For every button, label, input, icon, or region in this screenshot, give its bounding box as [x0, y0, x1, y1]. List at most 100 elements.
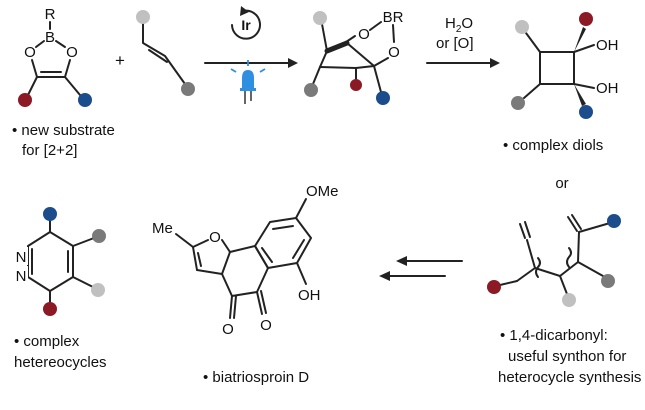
hydrolysis-arrow: H2O or [O]: [426, 15, 500, 68]
furan-o-c9b: [221, 239, 231, 253]
c5-o-b: [260, 290, 267, 314]
boron-atom-label: B: [45, 29, 55, 46]
or-label: or: [555, 175, 568, 192]
light-grey-substituent: [91, 283, 105, 297]
benzene-inner-3: [261, 247, 273, 263]
furan-c3a-c9b: [221, 251, 231, 275]
catalytic-cycle-icon: [231, 9, 261, 40]
blue-substituent: [43, 207, 57, 221]
dicarbonyl-bullet-line2: useful synthon for: [508, 348, 626, 365]
c-ome-bond: [295, 198, 307, 219]
c5-o-a: [256, 291, 263, 315]
methoxy-label: OMe: [306, 183, 339, 200]
c4-o-a: [229, 295, 233, 319]
carbon-backbone: [516, 261, 579, 282]
photocatalysis-arrow: Ir: [204, 6, 298, 104]
methyl-label: Me: [152, 220, 173, 237]
alkene-partner: [136, 10, 195, 96]
o-c-bond-left: [31, 59, 38, 78]
bond-to-light-grey: [72, 276, 94, 288]
bond-to-dark-grey: [577, 261, 604, 277]
n-label-mask-1: [14, 247, 28, 265]
dark-grey-substituent: [181, 82, 195, 96]
wedge-bond-blue: [574, 84, 586, 106]
water-label: H2O: [445, 15, 473, 35]
retro-arrowhead-bottom: [379, 271, 390, 281]
benzene-inner-1: [272, 225, 294, 230]
oxidant-label: or [O]: [436, 35, 474, 52]
cyclobutane-bond-back: [355, 65, 375, 69]
benzene-inner-2: [292, 239, 305, 259]
dicarbonyl-bullet-line1: • 1,4-dicarbonyl:: [500, 327, 608, 344]
disconnection-wavy-left: [535, 257, 541, 278]
bond-to-blue: [64, 76, 81, 96]
hydroxyl-bottom-label: OH: [596, 80, 619, 97]
c-o-bond-2: [373, 57, 389, 67]
plus-sign: +: [115, 51, 125, 70]
bond-to-light-grey: [525, 32, 541, 53]
o-b-bond-1: [369, 21, 382, 31]
oxygen-bottom-label: O: [388, 44, 400, 61]
c4-c3a: [221, 273, 233, 297]
retro-arrows: [379, 256, 463, 281]
pyridazine-heterocycle: N N: [14, 207, 106, 316]
bond-to-blue: [373, 65, 382, 93]
nitrogen-label-1: N: [16, 249, 27, 266]
boron-ester-label: BR: [383, 9, 404, 26]
c-o-double-left-a: [519, 223, 526, 239]
carbonyl-left-single: [526, 239, 536, 269]
bond-to-dark-grey: [312, 66, 321, 85]
c-o-double-right-a: [567, 216, 578, 232]
n-label-mask-2: [14, 266, 28, 284]
dicarbonyl-bullet-line3: heterocycle synthesis: [498, 369, 641, 386]
cyclobutane-bond-left: [319, 50, 328, 68]
o-b-bond-2: [392, 24, 395, 43]
c-o-double-right-b: [571, 214, 582, 230]
bond-to-light-grey: [321, 23, 328, 52]
hydroxyl-top-label: OH: [596, 37, 619, 54]
oxygen-top-label: O: [358, 26, 370, 43]
carbonyl-right-single: [577, 231, 580, 263]
heterocycles-bullet-line2: hetereocycles: [14, 354, 107, 371]
iridium-catalyst-label: Ir: [241, 17, 251, 33]
furan-c2-c3-inner: [197, 252, 202, 267]
benzene-ring: [254, 217, 312, 269]
red-substituent: [18, 93, 32, 107]
quinone-oxygen-left: O: [222, 321, 234, 338]
biatriosproin-d-structure: Me O O O OMe OH: [152, 183, 339, 338]
substrate-bullet-line2: for [2+2]: [22, 142, 77, 159]
bond-to-dark-grey: [523, 83, 541, 99]
light-grey-substituent: [313, 11, 327, 25]
dicarbonyl-compound: [487, 214, 621, 307]
b-o-bond-left: [35, 40, 45, 48]
bond-to-dark-grey: [72, 237, 95, 247]
dioxaborole-substrate: R B O O: [18, 6, 92, 107]
blue-substituent: [376, 91, 390, 105]
oxygen-right-label: O: [66, 44, 78, 61]
c4-o-b: [233, 295, 237, 319]
furan-c2-c3: [192, 246, 198, 271]
retro-arrowhead-top: [396, 256, 407, 266]
blue-led-icon: [230, 60, 266, 104]
substrate-bullet-line1: • new substrate: [12, 122, 115, 139]
cycle-arrowhead: [240, 6, 249, 16]
phenol-oh-label: OH: [298, 287, 321, 304]
dark-grey-substituent: [601, 274, 615, 288]
r-group-label: R: [45, 6, 56, 23]
bond-to-red: [499, 280, 518, 286]
dark-grey-substituent: [511, 96, 525, 110]
light-grey-substituent: [562, 293, 576, 307]
diols-bullet: • complex diols: [503, 137, 603, 154]
biatriosproin-bullet: • biatriosproin D: [203, 369, 309, 386]
furan-oxygen-label: O: [209, 229, 221, 246]
red-substituent: [43, 302, 57, 316]
cyclobutane-bond-right: [346, 42, 375, 67]
bond-to-light-grey: [559, 275, 568, 295]
furan-o-c2: [192, 239, 209, 248]
arrowhead-2: [490, 58, 500, 68]
bond-to-red: [27, 76, 38, 96]
bicyclic-cycloadduct: O BR O: [304, 9, 404, 105]
blue-substituent: [607, 214, 621, 228]
o-c-bond-right: [64, 59, 71, 78]
quinone-oxygen-right: O: [260, 317, 272, 334]
